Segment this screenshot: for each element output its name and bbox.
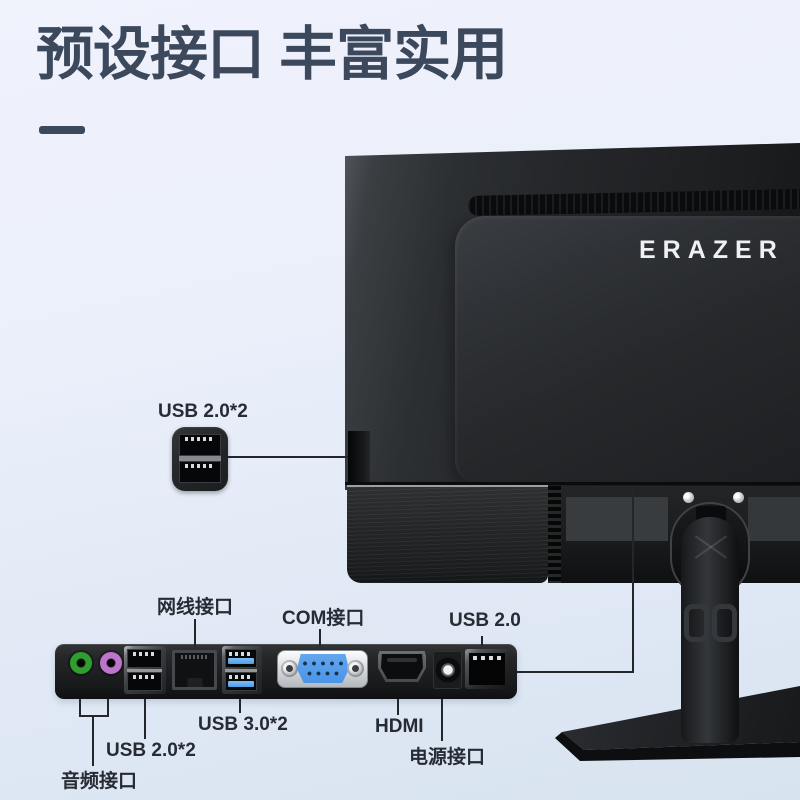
- com-label: COM接口: [282, 608, 365, 629]
- audio-jack-pink-icon: [100, 652, 122, 674]
- brand-logo: ERAZER: [639, 236, 784, 264]
- rear-connector-area: [748, 497, 800, 541]
- monitor-side-port-recess: [348, 431, 370, 485]
- monitor-vent-grille: [548, 486, 561, 583]
- callout-line: [144, 699, 146, 739]
- callout-line: [79, 699, 81, 716]
- monitor-bottom-seam: [345, 482, 800, 485]
- usb3-label: USB 3.0*2: [198, 714, 288, 735]
- hdmi-label: HDMI: [375, 716, 424, 737]
- usb2-dual-port-icon: [124, 646, 166, 694]
- ethernet-socket: [175, 653, 214, 687]
- com-screw-nut: [281, 660, 298, 677]
- com-pin-row: [300, 659, 346, 668]
- usb-port-icon: [179, 461, 221, 483]
- hdmi-port-icon: [378, 651, 426, 682]
- callout-line: [517, 671, 634, 673]
- callout-line: [194, 619, 196, 646]
- usb3-port-icon: [225, 672, 257, 691]
- rear-connector-area: [566, 497, 668, 541]
- usb2-label: USB 2.0*2: [106, 740, 196, 761]
- usb-divider: [179, 456, 221, 461]
- side-usb-label: USB 2.0*2: [158, 401, 248, 422]
- stand-column: [681, 517, 739, 743]
- cable-clip: [684, 604, 709, 642]
- callout-line: [397, 699, 399, 715]
- callout-line: [239, 699, 241, 713]
- usb3-port-icon: [225, 649, 257, 668]
- com-dsub-connector: [297, 654, 349, 683]
- callout-line: [107, 699, 109, 716]
- power-label: 电源接口: [409, 747, 486, 768]
- stand-screw-icon: [733, 492, 744, 503]
- ethernet-port-icon: [172, 650, 217, 690]
- callout-line: [92, 715, 94, 766]
- callout-line: [441, 699, 443, 741]
- power-jack-pin: [435, 657, 460, 683]
- usb-port-icon: [127, 649, 162, 668]
- usb-single-label: USB 2.0: [449, 610, 521, 631]
- monitor-chin: [347, 485, 548, 583]
- title-underline: [39, 126, 85, 134]
- hdmi-socket: [381, 654, 423, 679]
- usb-divider: [127, 669, 162, 673]
- power-jack-icon: [433, 651, 462, 689]
- page-title: 预设接口 丰富实用: [36, 22, 508, 87]
- callout-line: [632, 490, 634, 673]
- com-port-icon: [277, 650, 368, 688]
- usb-port-icon: [179, 434, 221, 456]
- usb3-dual-port-icon: [222, 646, 262, 694]
- cable-clip: [712, 604, 737, 642]
- com-pin-row: [305, 669, 341, 678]
- dual-usb-icon: [172, 427, 228, 491]
- callout-line: [481, 636, 483, 646]
- callout-line: [228, 456, 348, 458]
- callout-line: [319, 629, 321, 646]
- com-screw-nut: [347, 660, 364, 677]
- io-ports-panel: [55, 644, 517, 699]
- monitor-inner-panel: [455, 216, 800, 484]
- usb-port-icon: [465, 649, 509, 689]
- audio-jack-green-icon: [70, 652, 92, 674]
- stand-screw-icon: [683, 492, 694, 503]
- usb-divider: [225, 669, 257, 673]
- usb-socket: [469, 653, 505, 685]
- lan-label: 网线接口: [157, 597, 234, 618]
- callout-line: [79, 715, 109, 717]
- audio-label: 音频接口: [61, 771, 138, 792]
- usb-port-icon: [127, 672, 162, 691]
